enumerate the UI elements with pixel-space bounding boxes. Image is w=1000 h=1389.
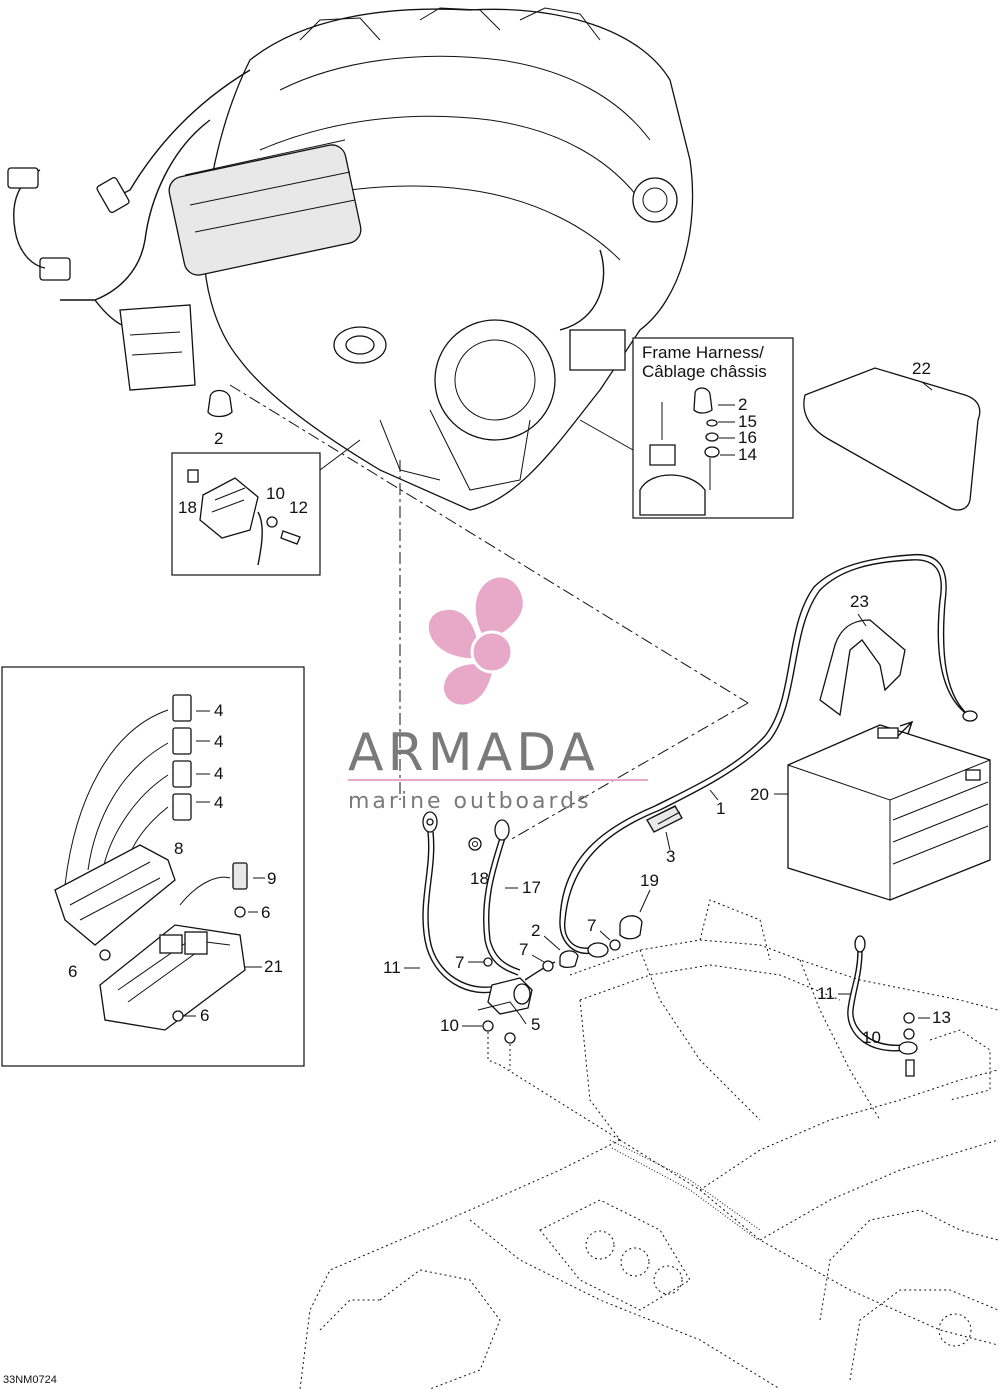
frame-harness-title-en: Frame Harness/: [642, 343, 764, 362]
battery-assembly: [559, 553, 991, 958]
fuse-inset-label-4c: 4: [214, 764, 223, 783]
fuse-inset-label-6a: 6: [261, 903, 270, 922]
fuse-inset-label-4a: 4: [214, 701, 223, 720]
armada-watermark: ARMADA marine outboards: [348, 577, 648, 814]
fuse-inset-label-4b: 4: [214, 732, 223, 751]
solenoid-inset: 18 10 12: [171, 439, 361, 576]
callout-20: 20: [750, 785, 769, 804]
vehicle-frame-outline: [299, 899, 999, 1389]
fuse-inset-label-6c: 6: [200, 1006, 209, 1025]
callout-13: 13: [932, 1008, 951, 1027]
frame-harness-label-2: 2: [738, 395, 747, 414]
callout-2-engine: 2: [214, 429, 223, 448]
fuse-inset-label-8: 8: [174, 839, 183, 858]
engine-assembly: [7, 7, 694, 511]
callout-5: 5: [531, 1015, 540, 1034]
part-3-tube: [646, 805, 683, 851]
callout-7-a: 7: [587, 916, 596, 935]
fuse-inset-label-21: 21: [264, 957, 283, 976]
callout-10-right: 10: [862, 1028, 881, 1047]
figure-code: 33NM0724: [3, 1374, 57, 1386]
solenoid-inset-label-18: 18: [178, 498, 197, 517]
callout-7-c: 7: [455, 953, 464, 972]
cable-assembly-right: [847, 935, 930, 1077]
fuse-inset-label-6b: 6: [68, 962, 77, 981]
frame-harness-title-fr: Câblage châssis: [642, 362, 767, 381]
callout-22: 22: [912, 359, 931, 378]
watermark-brand: ARMADA: [348, 723, 599, 783]
callout-11-right: 11: [817, 984, 835, 1003]
fuse-inset-label-4d: 4: [214, 793, 223, 812]
callout-1: 1: [716, 799, 725, 818]
propeller-logo-icon: [428, 577, 523, 705]
fuse-box-inset: 4 4 4 4 8 9 6 6 21 6: [1, 666, 305, 1067]
callout-7-b: 7: [519, 940, 528, 959]
cable-assembly-left: [422, 811, 651, 1141]
callout-18: 18: [470, 869, 489, 888]
callout-10-left: 10: [440, 1016, 459, 1035]
solenoid-inset-label-10: 10: [266, 484, 285, 503]
callout-23: 23: [850, 592, 869, 611]
frame-harness-inset: Frame Harness/ Câblage châssis 2 15 16 1…: [579, 337, 794, 519]
frame-harness-label-15: 15: [738, 412, 757, 431]
frame-harness-label-14: 14: [738, 445, 757, 464]
fuse-inset-label-9: 9: [267, 869, 276, 888]
frame-harness-label-16: 16: [738, 428, 757, 447]
callout-19: 19: [640, 871, 659, 890]
battery-pad: [803, 367, 981, 511]
callout-17: 17: [522, 878, 541, 897]
callout-3: 3: [666, 847, 675, 866]
callout-11-left: 11: [383, 958, 401, 977]
solenoid-inset-label-12: 12: [289, 498, 308, 517]
watermark-tagline: marine outboards: [348, 789, 592, 814]
callout-2-mid: 2: [531, 921, 540, 940]
